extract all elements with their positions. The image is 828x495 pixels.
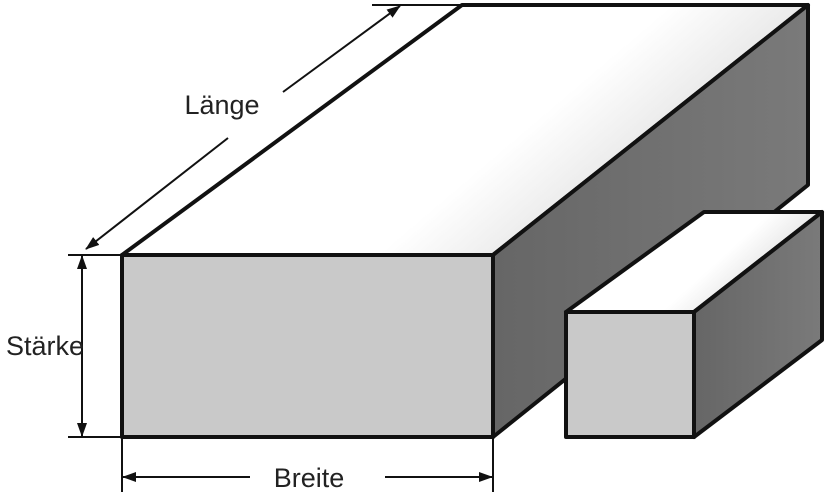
large-block-front-face	[120, 253, 495, 439]
large-block	[120, 3, 810, 439]
width-dimension	[121, 437, 494, 492]
length-dimension	[85, 4, 462, 250]
length-label: Länge	[184, 90, 259, 120]
small-block-front-face	[564, 310, 696, 439]
small-block	[564, 210, 824, 439]
thickness-dimension	[68, 254, 122, 438]
width-label: Breite	[274, 463, 345, 493]
thickness-label: Stärke	[6, 331, 84, 361]
